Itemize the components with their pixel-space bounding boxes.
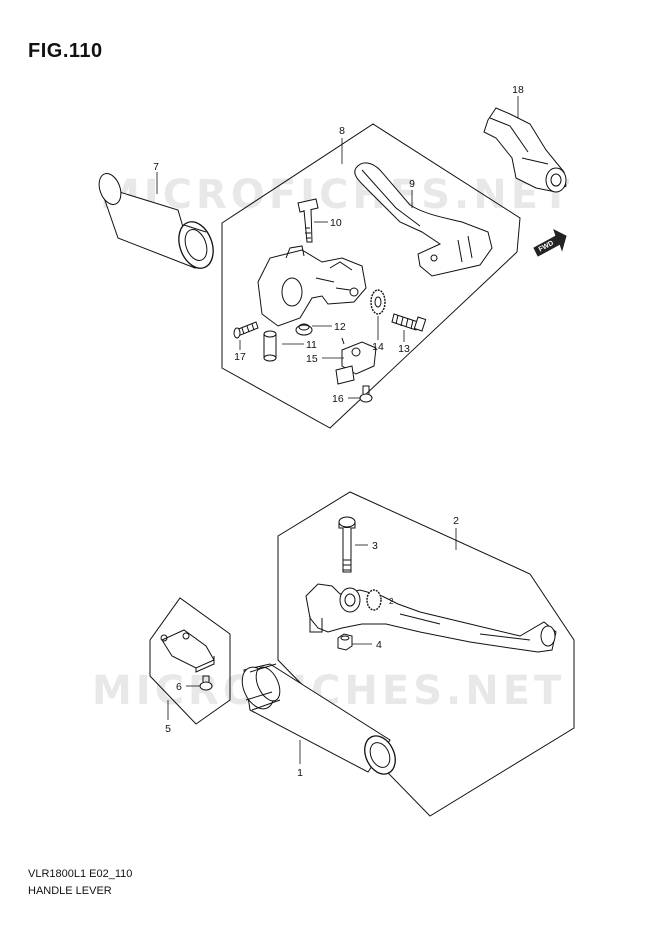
part-5-switch [160,629,215,673]
part-17-screw [233,321,259,339]
label-15: 15 [306,353,318,365]
label-5: 5 [165,723,171,735]
assembly-box-5 [149,597,231,725]
assembly-box-8 [221,123,521,429]
label-13: 13 [398,343,410,355]
part-14-adjuster [370,289,386,315]
svg-text:2: 2 [389,597,394,606]
label-2: 2 [453,515,459,527]
diagram-code: VLR1800L1 E02_110 [28,868,133,880]
part-15-switch [335,337,377,385]
label-11: 11 [306,339,317,351]
label-8: 8 [339,125,345,137]
part-number-labels: 7 8 18 9 10 12 11 14 13 17 15 16 2 3 4 6… [153,84,555,779]
part-1-grip [241,663,396,775]
diagram-name: HANDLE LEVER [28,885,112,897]
assembly-box-2 [277,491,575,817]
part-6-screw [199,675,213,691]
label-18: 18 [512,84,524,96]
part-18-boot [483,107,567,193]
label-12: 12 [334,321,346,333]
leader-lines [156,96,519,764]
label-16: 16 [332,393,344,405]
part-11-pin [263,330,277,362]
figure-title: FIG.110 [28,40,103,62]
part-13-bolt [391,313,427,332]
label-17: 17 [234,351,246,363]
part-9-lever [354,162,493,277]
part-7-grip [98,173,214,269]
clutch-lever: 2 [305,583,557,653]
label-14: 14 [372,341,384,353]
lever-bracket [257,245,367,327]
label-1: 1 [297,767,303,779]
part-4-nut [337,633,353,651]
label-3: 3 [372,540,378,552]
part-3-bolt [338,516,356,573]
label-7: 7 [153,161,159,173]
label-10: 10 [330,217,342,229]
part-12-nut [295,323,313,336]
fwd-arrow [533,229,567,257]
part-10-bolt [297,198,319,243]
label-4: 4 [376,639,382,651]
label-9: 9 [409,178,415,190]
label-6: 6 [176,681,182,693]
part-16-screw [359,385,373,403]
